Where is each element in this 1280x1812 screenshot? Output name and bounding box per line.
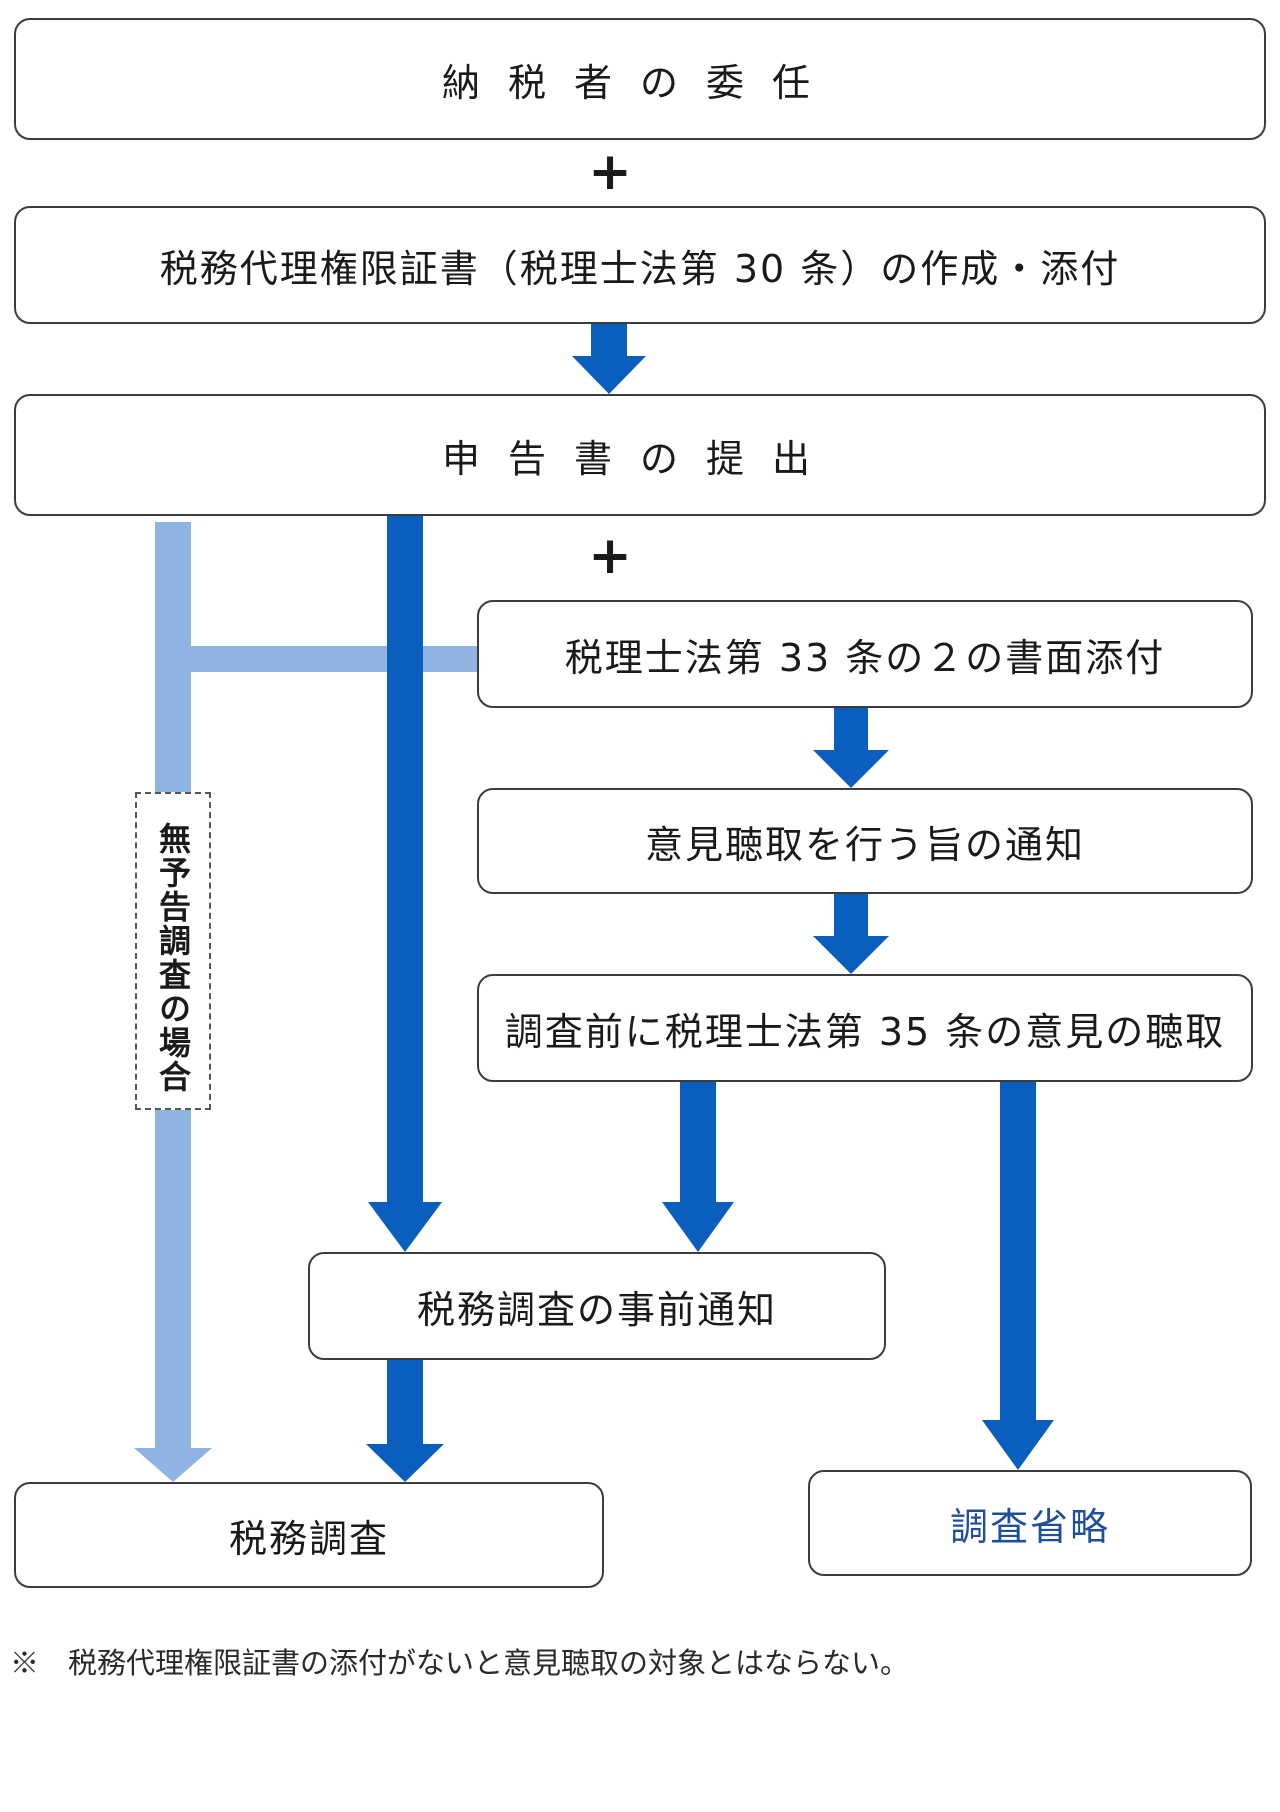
node-hearing-notice: 意見聴取を行う旨の通知 bbox=[477, 788, 1253, 894]
arrow-shaft-notice-to-audit bbox=[387, 1360, 423, 1446]
arrow-head-art35-to-omitted bbox=[982, 1420, 1054, 1470]
arrow-shaft-art33-to-notice bbox=[834, 708, 868, 752]
unannounced-audit-label: 無予告調査の場合 bbox=[135, 792, 211, 1110]
arrow-head-art33-to-notice bbox=[813, 750, 889, 788]
footnote: ※ 税務代理権限証書の添付がないと意見聴取の対象とはならない。 bbox=[10, 1646, 910, 1680]
arrow-head-art35-to-notice bbox=[662, 1202, 734, 1252]
arrow-shaft-filing-to-notice bbox=[387, 516, 423, 1204]
arrow-head-poa-to-filing bbox=[572, 356, 646, 394]
node-power-of-attorney: 税務代理権限証書（税理士法第 30 条）の作成・添付 bbox=[14, 206, 1266, 324]
arrow-shaft-art35-to-notice bbox=[680, 1082, 716, 1204]
arrow-shaft-poa-to-filing bbox=[591, 324, 627, 358]
node-art33-attachment: 税理士法第 33 条の２の書面添付 bbox=[477, 600, 1253, 708]
node-art35-hearing: 調査前に税理士法第 35 条の意見の聴取 bbox=[477, 974, 1253, 1082]
light-arrow-head bbox=[134, 1448, 212, 1482]
arrow-shaft-notice-to-art35 bbox=[834, 894, 868, 938]
arrow-head-notice-to-audit bbox=[366, 1444, 444, 1482]
light-connector-horizontal bbox=[155, 646, 477, 672]
plus-symbol-top: + bbox=[588, 142, 632, 202]
arrow-shaft-art35-to-omitted bbox=[1000, 1082, 1036, 1422]
node-taxpayer-delegation: 納税者の委任 bbox=[14, 18, 1266, 140]
node-tax-audit: 税務調査 bbox=[14, 1482, 604, 1588]
arrow-head-notice-to-art35 bbox=[813, 936, 889, 974]
node-return-filing: 申告書の提出 bbox=[14, 394, 1266, 516]
arrow-head-filing-to-notice bbox=[368, 1202, 442, 1252]
node-advance-notice: 税務調査の事前通知 bbox=[308, 1252, 886, 1360]
node-audit-omitted: 調査省略 bbox=[808, 1470, 1252, 1576]
plus-symbol-middle: + bbox=[588, 526, 632, 586]
